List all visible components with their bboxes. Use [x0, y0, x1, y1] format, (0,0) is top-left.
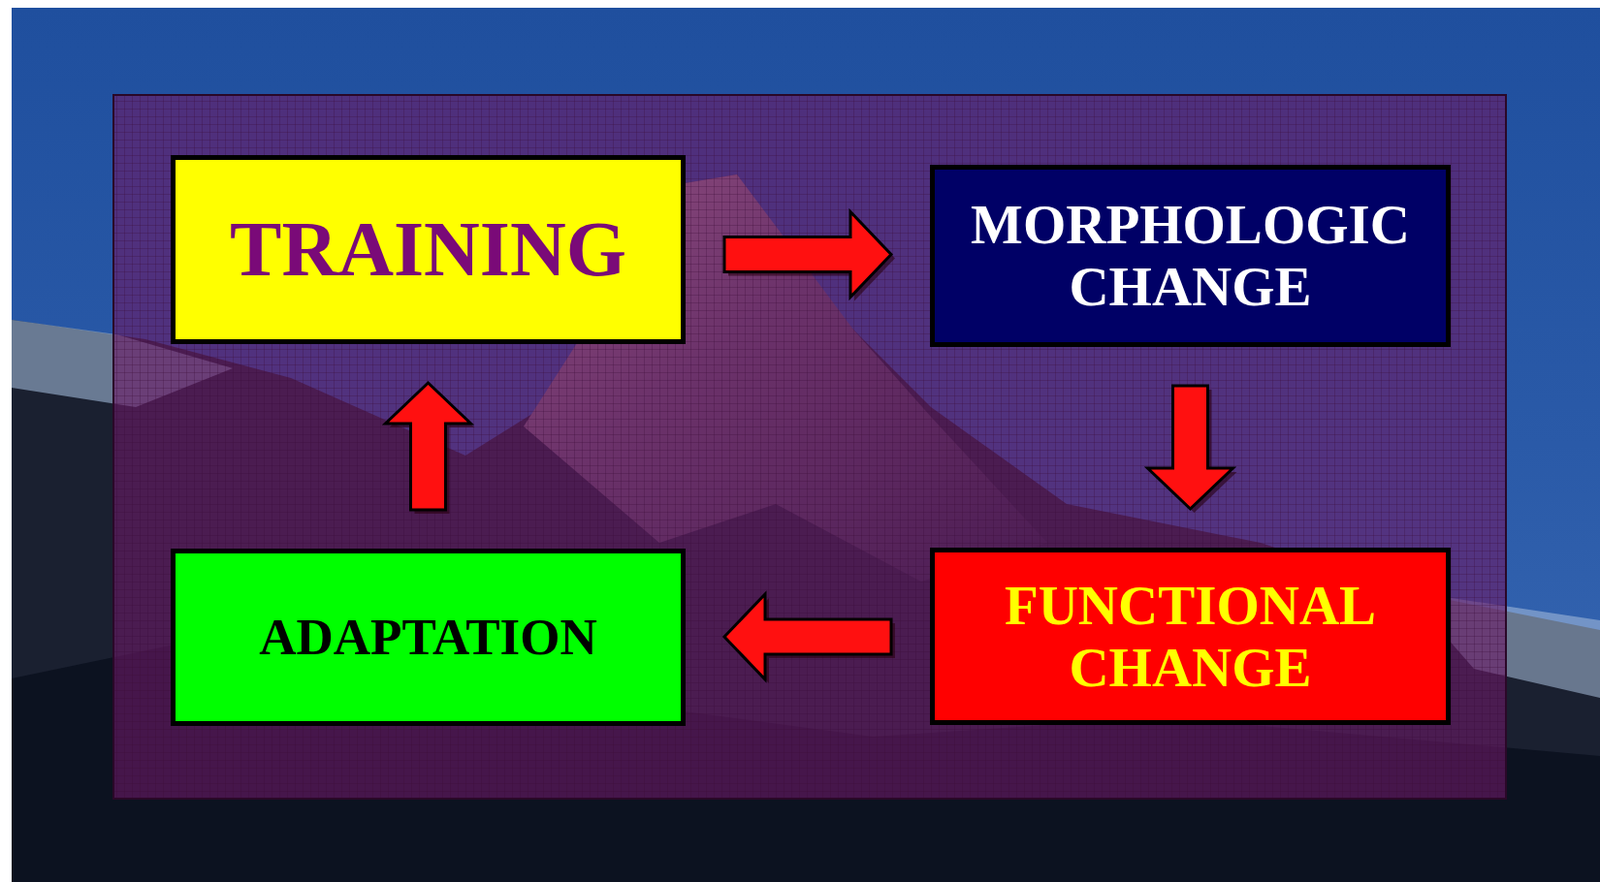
box-label: FUNCTIONAL CHANGE [948, 575, 1433, 700]
panel-border [113, 95, 1506, 800]
arrow-body [1148, 385, 1234, 510]
box-label: MORPHOLOGIC CHANGE [948, 193, 1433, 319]
panel-grid [113, 95, 1506, 800]
box-label: ADAPTATION [258, 608, 597, 667]
block-arrow [724, 212, 896, 302]
block-arrow [724, 594, 896, 684]
arrow-body [724, 594, 892, 680]
training-box: TRAINING [170, 155, 686, 345]
sky [11, 7, 1600, 882]
block-arrow [1148, 385, 1238, 513]
morphologic-box: MORPHOLOGIC CHANGE [929, 164, 1451, 348]
functional-box: FUNCTIONAL CHANGE [929, 547, 1451, 726]
block-arrow [385, 383, 476, 514]
box-label: TRAINING [229, 206, 627, 294]
arrow-body [385, 383, 472, 511]
arrow-body [724, 212, 892, 298]
diagram-panel [113, 95, 1506, 800]
adaptation-box: ADAPTATION [170, 548, 686, 727]
